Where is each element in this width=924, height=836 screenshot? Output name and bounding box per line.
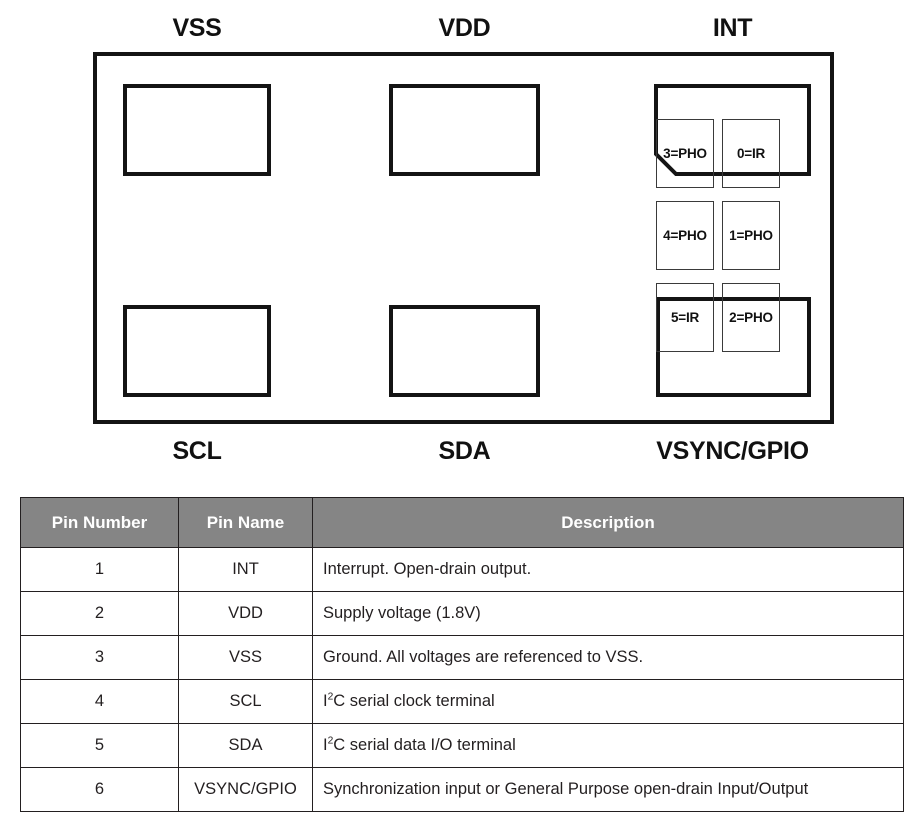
package-diagram: VSS VDD INT 3=PHO 0=IR 4=PHO 1=PHO 5=IR … (93, 14, 834, 465)
cell-pin-name: VSYNC/GPIO (178, 767, 313, 812)
cell-pin-name: VDD (178, 591, 313, 636)
cell-pin-name: VSS (178, 635, 313, 680)
cell-pin-number: 1 (20, 547, 179, 592)
sensor-cell-1: 1=PHO (722, 201, 780, 270)
cell-description: Supply voltage (1.8V) (312, 591, 904, 636)
cell-pin-number: 3 (20, 635, 179, 680)
pin-label-vss: VSS (172, 14, 222, 42)
pad-vsync-gpio (656, 297, 811, 397)
table-header: Pin Number Pin Name Description (20, 497, 904, 548)
table-header-row: Pin Number Pin Name Description (20, 497, 904, 548)
pin-label-scl: SCL (172, 437, 222, 465)
sensor-cell-2: 2=PHO (722, 283, 780, 352)
cell-pin-name: SDA (178, 723, 313, 768)
pad-vss (123, 84, 271, 176)
pad-scl (123, 305, 271, 397)
pin-label-sda: SDA (438, 437, 491, 465)
pad-vdd (389, 84, 540, 176)
column-header-description: Description (312, 497, 904, 548)
sensor-cell-4: 4=PHO (656, 201, 714, 270)
cell-description: I2C serial clock terminal (312, 679, 904, 724)
column-header-pin-number: Pin Number (20, 497, 179, 548)
cell-description: Synchronization input or General Purpose… (312, 767, 904, 812)
cell-pin-name: SCL (178, 679, 313, 724)
cell-pin-number: 6 (20, 767, 179, 812)
cell-description: Interrupt. Open-drain output. (312, 547, 904, 592)
pad-sda (389, 305, 540, 397)
column-header-pin-name: Pin Name (178, 497, 313, 548)
superscript: 2 (327, 691, 334, 703)
cell-pin-number: 2 (20, 591, 179, 636)
sensor-cell-0: 0=IR (722, 119, 780, 188)
cell-pin-name: INT (178, 547, 313, 592)
sensor-cell-5: 5=IR (656, 283, 714, 352)
pin-label-vdd: VDD (438, 14, 491, 42)
cell-pin-number: 5 (20, 723, 179, 768)
cell-description: I2C serial data I/O terminal (312, 723, 904, 768)
superscript: 2 (327, 735, 334, 747)
sensor-cell-3: 3=PHO (656, 119, 714, 188)
sensor-cell-grid: 3=PHO 0=IR 4=PHO 1=PHO 5=IR 2=PHO (656, 119, 786, 352)
pin-label-vsync-gpio: VSYNC/GPIO (656, 437, 809, 465)
cell-pin-number: 4 (20, 679, 179, 724)
cell-description: Ground. All voltages are referenced to V… (312, 635, 904, 680)
pin-label-int: INT (712, 14, 753, 42)
